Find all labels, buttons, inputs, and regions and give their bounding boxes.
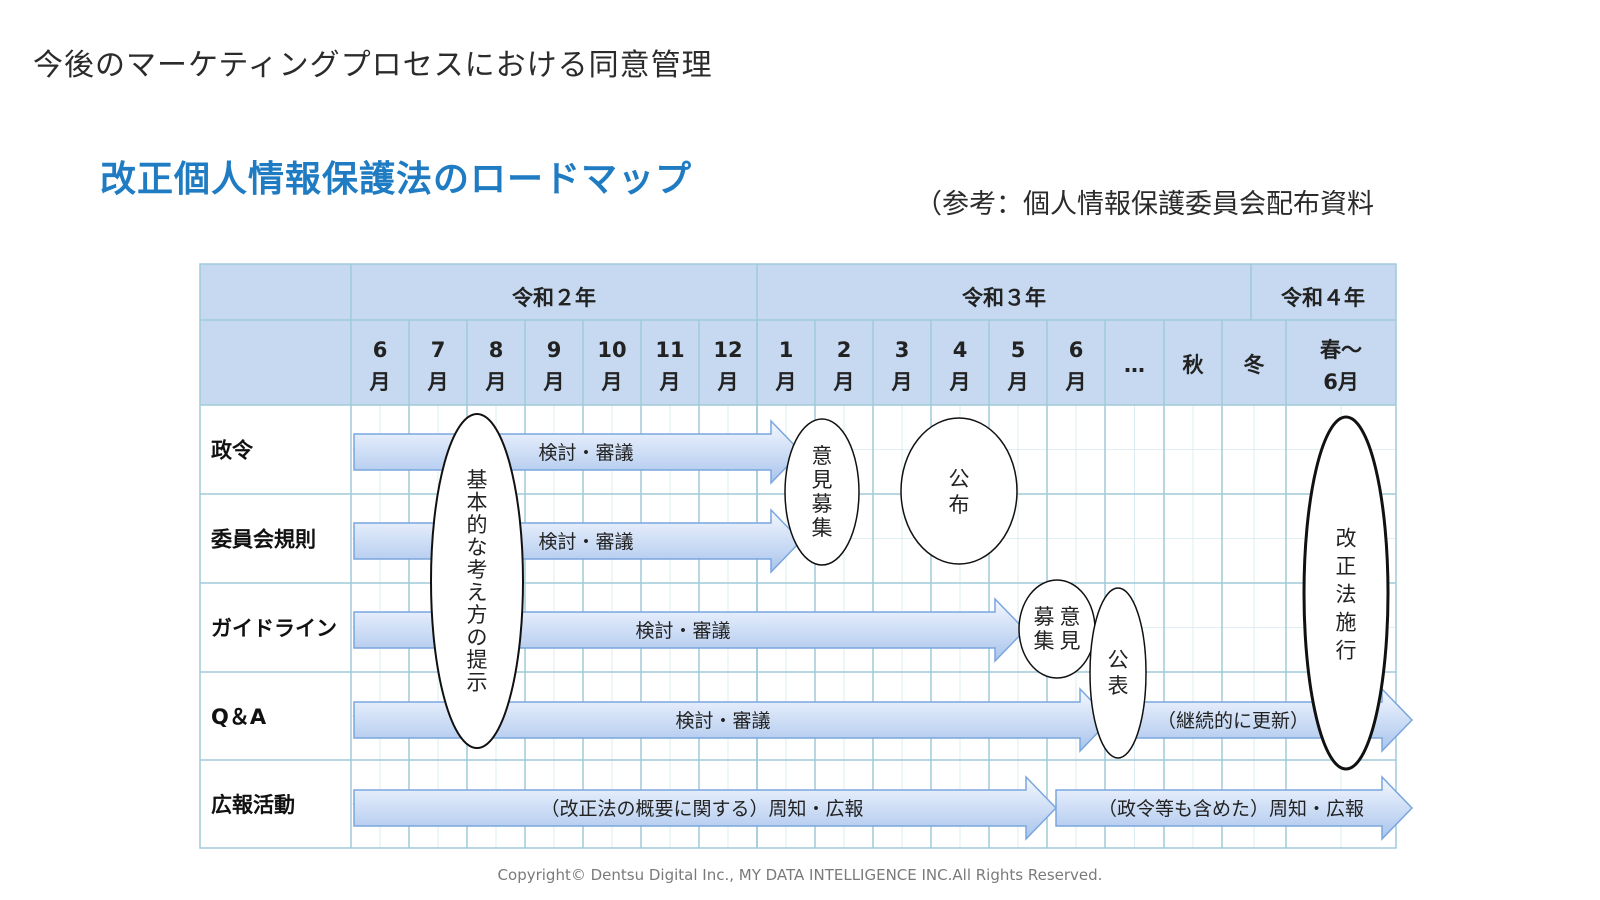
kisoku-arrow-label: 検討・審議 [538,531,633,553]
public-comment-oval-char: 募 [812,492,833,516]
guideline-arrow-label: 検討・審議 [635,620,730,642]
basic-policy-oval-char: な [467,535,488,559]
month-label: 月 [485,370,507,394]
month-label: 秋 [1183,353,1205,377]
month-label: 春～ [1320,338,1362,362]
page-heading: 今後のマーケティングプロセスにおける同意管理 [33,48,713,83]
year-header-band [200,264,1396,320]
month-label: 月 [1007,370,1029,394]
month-label: 月 [543,370,565,394]
enforcement-oval-char: 施 [1336,611,1357,635]
reference-note: （参考：個人情報保護委員会配布資料 [915,189,1374,220]
month-label: 月 [427,370,449,394]
month-header-band [200,320,1396,405]
roadmap-title: 改正個人情報保護法のロードマップ [100,159,693,200]
month-label: 月 [833,370,855,394]
row-label-column [200,405,351,848]
enforcement-oval-char: 行 [1336,639,1357,663]
basic-policy-oval [430,413,524,749]
month-label: 6月 [1323,370,1359,394]
month-label: 7 [431,338,446,362]
timeline-arrows: 検討・審議検討・審議検討・審議検討・審議（継続的に更新）（改正法の概要に関する）… [353,419,1414,841]
month-label: 月 [949,370,971,394]
qa-update-arrow-label: （継続的に更新） [1157,710,1309,732]
enforcement-oval [1302,415,1390,771]
copyright-footer: Copyright© Dentsu Digital Inc., MY DATA … [497,866,1103,884]
basic-policy-oval-char: 提 [467,648,488,672]
basic-policy-oval-char: 示 [467,670,488,694]
seirei-arrow-label: 検討・審議 [538,442,633,464]
pr-arrow-2-label: （政令等も含めた）周知・広報 [1098,798,1364,820]
promulgation-oval-char: 布 [949,493,970,517]
basic-policy-oval-char: え [467,580,488,604]
public-comment-oval-char: 集 [812,516,833,540]
guideline-comment-oval-char: 集 [1034,629,1055,653]
promulgation-oval-char: 公 [949,467,970,491]
pr-arrow-2 [1055,775,1414,841]
publication-oval [1089,587,1147,759]
month-label: 5 [1011,338,1026,362]
month-label: 6 [1069,338,1084,362]
year-labels: 令和２年 令和３年 令和４年 [512,286,1365,310]
month-label: 月 [601,370,623,394]
basic-policy-oval-char: 基 [467,468,488,492]
row-label: 広報活動 [211,793,295,817]
row-label: 委員会規則 [210,528,316,552]
row-label: 政令 [211,439,254,463]
month-label: … [1124,353,1145,377]
table-border [199,263,1397,849]
month-labels: 6月7月8月9月10月11月12月1月2月3月4月5月6月…秋冬春～6月 [369,338,1363,394]
public-comment-oval-char: 意 [812,444,833,468]
publication-oval-char: 表 [1108,674,1129,698]
guideline-comment-oval-char: 意 [1060,605,1081,629]
basic-policy-oval-char: 考 [467,558,488,582]
enforcement-oval-char: 法 [1336,583,1357,607]
month-label: 3 [895,338,910,362]
guideline-comment-oval-char: 見 [1060,629,1081,653]
basic-policy-oval-char: 的 [467,513,488,537]
month-label: 月 [775,370,797,394]
row-label: Q＆A [211,705,267,729]
month-label: 8 [489,338,504,362]
month-label: 12 [713,338,742,362]
month-label: 11 [655,338,684,362]
promulgation-oval [900,417,1018,565]
year-label: 令和２年 [512,286,596,310]
public-comment-oval-char: 見 [812,468,833,492]
month-label: 9 [547,338,562,362]
month-label: 月 [1065,370,1087,394]
month-label: 月 [717,370,739,394]
enforcement-oval-char: 正 [1336,555,1357,579]
month-label: 1 [779,338,794,362]
month-label: 6 [373,338,388,362]
basic-policy-oval-char: 方 [467,603,488,627]
publication-oval-char: 公 [1108,648,1129,672]
year-label: 令和３年 [962,286,1046,310]
month-label: 月 [369,370,391,394]
month-label: 10 [597,338,626,362]
month-label: 月 [659,370,681,394]
basic-policy-oval-char: の [467,625,488,649]
month-label: 2 [837,338,852,362]
pr-arrow-1 [353,775,1058,841]
basic-policy-oval-char: 本 [467,490,488,514]
pr-arrow-1-label: （改正法の概要に関する）周知・広報 [540,798,863,820]
guideline-comment-oval-char: 募 [1034,605,1055,629]
enforcement-oval-char: 改 [1336,527,1357,551]
row-label: ガイドライン [211,617,337,641]
month-label: 冬 [1244,353,1265,377]
month-label: 月 [891,370,913,394]
public-comment-oval [784,418,860,566]
guideline-comment-oval [1018,579,1096,679]
year-label: 令和４年 [1281,286,1365,310]
month-label: 4 [953,338,968,362]
qa-arrow-label: 検討・審議 [675,710,770,732]
